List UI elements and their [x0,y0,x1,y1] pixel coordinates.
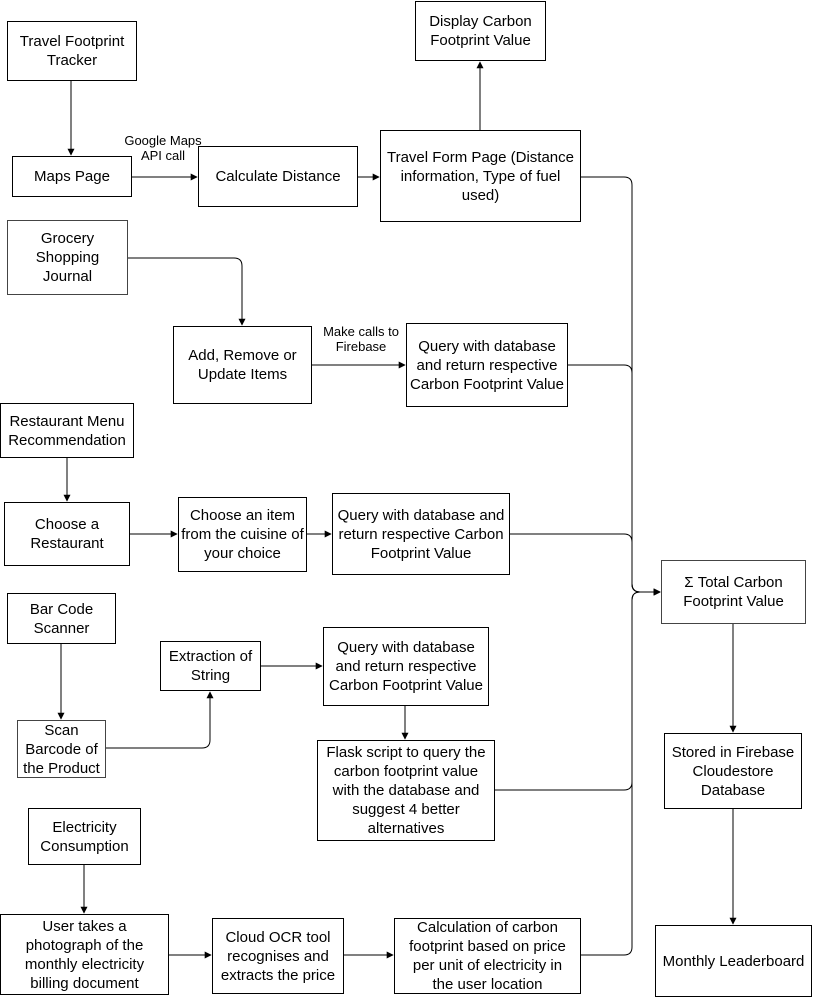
node-choose-restaurant: Choose a Restaurant [4,502,130,566]
edge-query-grocery-to-total [567,364,661,596]
node-choose-item: Choose an item from the cuisine of your … [178,497,307,572]
node-cloud-ocr: Cloud OCR tool recognises and extracts t… [212,918,344,994]
edge-scan-to-extraction [105,691,214,749]
node-travel-footprint-tracker: Travel Footprint Tracker [7,21,137,81]
node-bar-code-scanner: Bar Code Scanner [7,593,116,644]
edge-label-firebase-calls: Make calls to Firebase [323,324,399,354]
node-user-photograph: User takes a photograph of the monthly e… [0,914,169,995]
node-grocery-shopping-journal: Grocery Shopping Journal [7,220,128,295]
node-restaurant-menu-recommendation: Restaurant Menu Recommendation [0,403,134,458]
edge-calc-to-total [580,588,661,956]
node-firebase-store: Stored in Firebase Cloudestore Database [664,733,802,809]
edge-grocery-to-add [127,257,246,326]
node-monthly-leaderboard: Monthly Leaderboard [655,925,812,997]
node-query-barcode: Query with database and return respectiv… [323,627,489,706]
node-scan-barcode: Scan Barcode of the Product [17,720,106,778]
node-flask-script: Flask script to query the carbon footpri… [317,740,495,841]
edge-form-to-total [580,176,661,596]
node-calculate-distance: Calculate Distance [198,146,358,207]
node-extraction-of-string: Extraction of String [160,641,261,691]
node-calculation-carbon: Calculation of carbon footprint based on… [394,918,581,994]
node-query-restaurant: Query with database and return respectiv… [332,493,510,575]
node-add-remove-update-items: Add, Remove or Update Items [173,326,312,404]
node-maps-page: Maps Page [12,156,132,197]
node-display-carbon-value: Display Carbon Footprint Value [415,1,546,61]
node-electricity-consumption: Electricity Consumption [28,808,141,865]
edge-query-restaurant-to-total [509,533,661,596]
node-total-carbon-value: Σ Total Carbon Footprint Value [661,560,806,624]
edge-label-maps-api: Google Maps API call [118,133,208,163]
edge-flask-to-total [494,588,661,791]
node-travel-form-page: Travel Form Page (Distance information, … [380,130,581,222]
node-query-grocery: Query with database and return respectiv… [406,323,568,407]
